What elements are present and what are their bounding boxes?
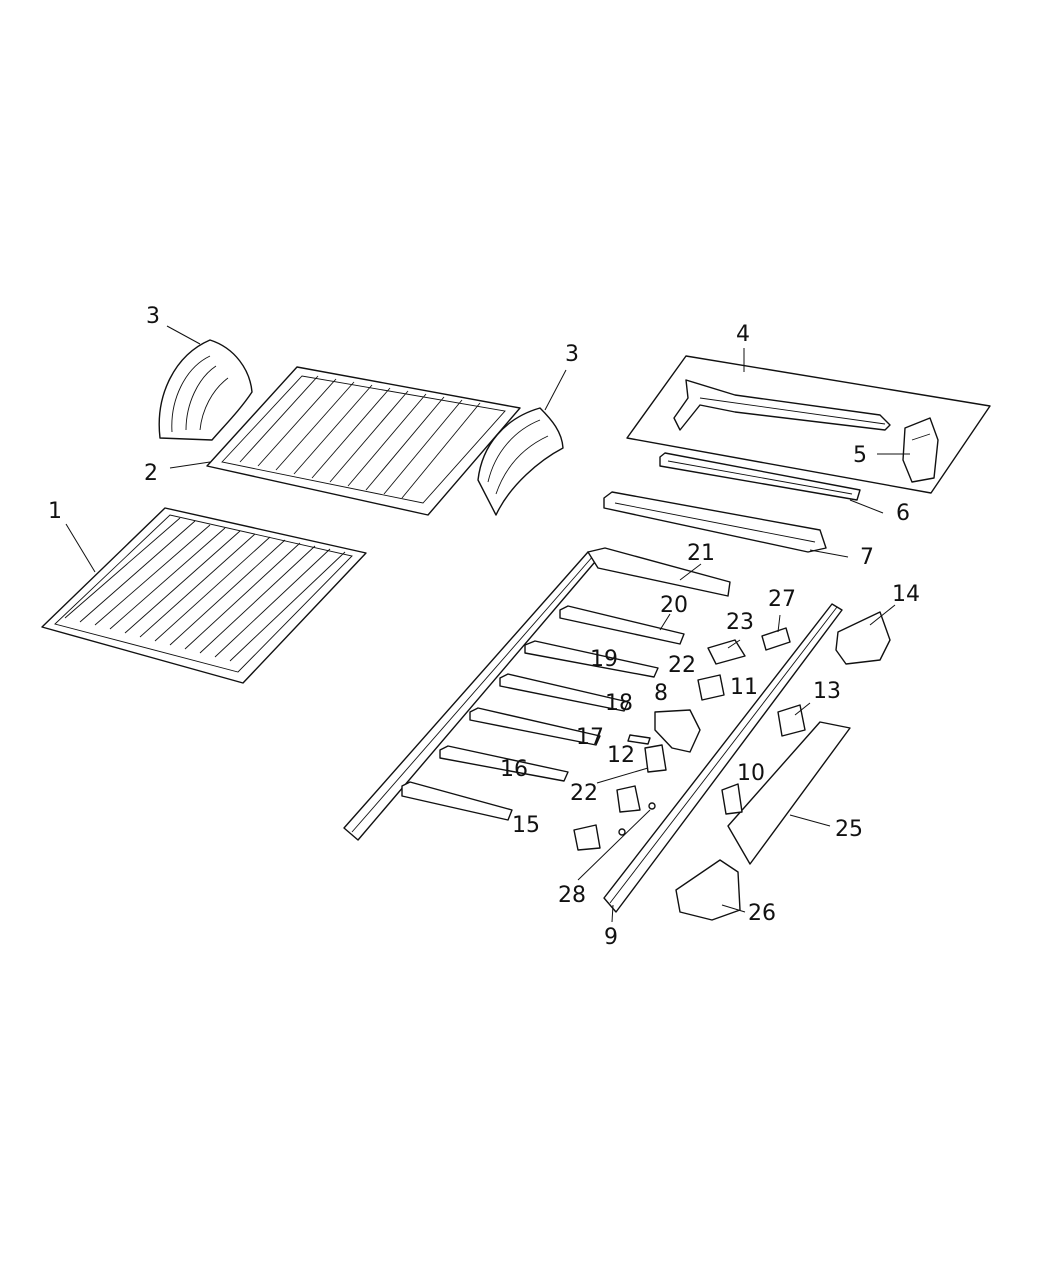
part-22-bracket-upper: [644, 744, 667, 773]
part-12-plate: [627, 734, 651, 745]
part-14-bracket: [835, 611, 891, 665]
callout-27: 27: [768, 587, 796, 612]
callout-7: 7: [860, 545, 874, 570]
callout-14: 14: [892, 582, 920, 607]
callout-4: 4: [736, 322, 750, 347]
part-15-crossmember: [401, 781, 513, 821]
callout-11: 11: [730, 675, 758, 700]
callout-21: 21: [687, 541, 715, 566]
part-20-crossmember: [559, 605, 685, 645]
callout-12: 12: [607, 743, 635, 768]
part-27-bracket: [761, 627, 791, 651]
callout-28: 28: [558, 883, 586, 908]
part-26-bracket: [675, 859, 741, 921]
callout-5: 5: [853, 443, 867, 468]
part-9-right-rail: [603, 603, 843, 913]
callout-26: 26: [748, 901, 776, 926]
callout-9: 9: [604, 925, 618, 950]
part-11-bracket: [697, 674, 725, 701]
part-4-crossmember-inset: [626, 355, 991, 494]
part-1-floor-pan: [41, 507, 367, 684]
part-28-fastener: [618, 802, 656, 836]
part-17-crossmember: [469, 707, 601, 746]
callout-6: 6: [896, 501, 910, 526]
callout-17: 17: [576, 725, 604, 750]
part-7-crossmember: [603, 491, 827, 553]
part-8-bracket: [654, 709, 701, 753]
callout-3-right: 3: [565, 342, 579, 367]
part-21-crossmember: [587, 547, 731, 597]
callout-19: 19: [590, 647, 618, 672]
callout-15: 15: [512, 813, 540, 838]
part-6-crossmember: [659, 452, 861, 501]
part-3-wheelhouse-left: [158, 339, 253, 441]
part-5-bracket: [902, 417, 939, 483]
part-22-bracket-lower: [616, 785, 641, 813]
part-18-crossmember: [499, 673, 629, 712]
callout-22-lower: 22: [570, 781, 598, 806]
part-23-bracket: [707, 639, 746, 665]
part-10-bracket: [721, 783, 743, 815]
callout-23: 23: [726, 610, 754, 635]
part-22-bracket-bottom: [573, 824, 601, 851]
callout-3-left: 3: [146, 304, 160, 329]
part-16-crossmember: [439, 745, 569, 782]
callouts: 1 2 3 3 4 5 6 7 8 9 10 11 12 13 14 15 16…: [48, 304, 920, 950]
callout-25: 25: [835, 817, 863, 842]
part-25-rail-extension: [727, 721, 851, 865]
callout-2: 2: [144, 461, 158, 486]
callout-1: 1: [48, 499, 62, 524]
part-3-wheelhouse-right: [477, 407, 564, 516]
callout-20: 20: [660, 593, 688, 618]
leader-lines: [65, 325, 910, 923]
callout-13: 13: [813, 679, 841, 704]
callout-22-upper: 22: [668, 653, 696, 678]
callout-18: 18: [605, 691, 633, 716]
callout-8: 8: [654, 681, 668, 706]
part-19-crossmember: [524, 640, 659, 678]
callout-10: 10: [737, 761, 765, 786]
part-2-floor-pan: [206, 366, 521, 516]
callout-16: 16: [500, 757, 528, 782]
